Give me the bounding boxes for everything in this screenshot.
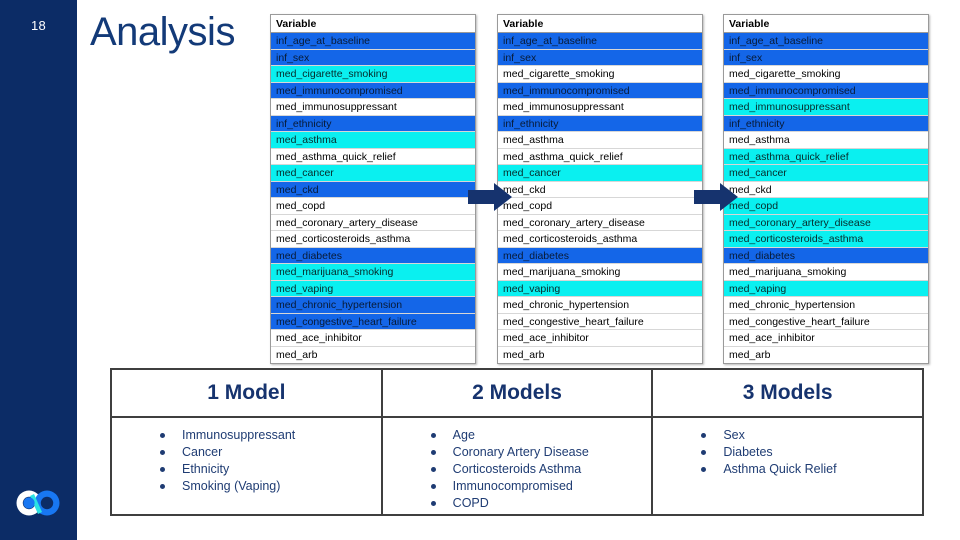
variable-row: med_immunosuppressant (724, 99, 928, 116)
summary-column-header: 2 Models (383, 370, 654, 416)
variable-row: med_arb (498, 346, 702, 363)
variable-row: med_asthma (724, 132, 928, 149)
flow-arrow-right-2 (694, 183, 738, 211)
variable-row: med_immunosuppressant (271, 99, 475, 116)
list-item: Ethnicity (160, 461, 381, 478)
summary-column-header: 1 Model (112, 370, 383, 416)
list-item: Corticosteroids Asthma (430, 461, 652, 478)
variable-table-header: Variable (271, 15, 475, 33)
slide-side-rail (0, 0, 77, 540)
variable-row: med_diabetes (271, 247, 475, 264)
variable-row: med_ace_inhibitor (724, 330, 928, 347)
list-item: Smoking (Vaping) (160, 478, 381, 495)
variable-row: med_vaping (498, 280, 702, 297)
variable-row: med_cancer (724, 165, 928, 182)
company-infinity-logo (14, 488, 62, 518)
variable-row: med_coronary_artery_disease (498, 214, 702, 231)
list-item: COPD (430, 495, 652, 512)
list-item: Age (430, 427, 652, 444)
variable-row: med_diabetes (724, 247, 928, 264)
variable-row: med_chronic_hypertension (724, 297, 928, 314)
list-item: Sex (701, 427, 922, 444)
variable-row: med_congestive_heart_failure (498, 313, 702, 330)
variable-table-header: Variable (498, 15, 702, 33)
variable-row: med_coronary_artery_disease (724, 214, 928, 231)
variable-row: med_vaping (724, 280, 928, 297)
variable-row: med_congestive_heart_failure (271, 313, 475, 330)
variable-row: med_cancer (271, 165, 475, 182)
variable-row: inf_sex (498, 49, 702, 66)
variable-row: med_asthma_quick_relief (724, 148, 928, 165)
variable-row: med_ckd (724, 181, 928, 198)
page-title: Analysis (90, 10, 235, 54)
variable-row: med_chronic_hypertension (498, 297, 702, 314)
variable-row: med_corticosteroids_asthma (271, 231, 475, 248)
variable-row: med_cancer (498, 165, 702, 182)
variable-row: med_asthma (498, 132, 702, 149)
variable-row: med_diabetes (498, 247, 702, 264)
variable-row: med_ckd (271, 181, 475, 198)
variable-row: med_immunocompromised (271, 82, 475, 99)
variable-table-header: Variable (724, 15, 928, 33)
variable-row: med_corticosteroids_asthma (724, 231, 928, 248)
list-item: Diabetes (701, 444, 922, 461)
variable-row: med_copd (271, 198, 475, 215)
variable-row: med_ckd (498, 181, 702, 198)
variable-row: med_vaping (271, 280, 475, 297)
list-item: Cancer (160, 444, 381, 461)
variable-row: med_arb (271, 346, 475, 363)
variable-row: med_marijuana_smoking (724, 264, 928, 281)
variable-row: med_marijuana_smoking (498, 264, 702, 281)
list-item: Asthma Quick Relief (701, 461, 922, 478)
variable-row: med_asthma_quick_relief (271, 148, 475, 165)
variable-row: med_cigarette_smoking (724, 66, 928, 83)
variable-row: inf_ethnicity (724, 115, 928, 132)
variable-row: inf_sex (271, 49, 475, 66)
variable-row: med_marijuana_smoking (271, 264, 475, 281)
variable-row: med_immunocompromised (724, 82, 928, 99)
variable-row: med_copd (498, 198, 702, 215)
variable-row: med_asthma_quick_relief (498, 148, 702, 165)
slide-number: 18 (30, 18, 47, 33)
variable-row: inf_age_at_baseline (271, 33, 475, 50)
variable-row: med_immunosuppressant (498, 99, 702, 116)
variable-row: med_congestive_heart_failure (724, 313, 928, 330)
list-item: Immunosuppressant (160, 427, 381, 444)
variable-row: inf_age_at_baseline (498, 33, 702, 50)
variable-row: med_ace_inhibitor (498, 330, 702, 347)
variable-row: med_copd (724, 198, 928, 215)
variable-row: med_ace_inhibitor (271, 330, 475, 347)
variable-row: inf_age_at_baseline (724, 33, 928, 50)
variable-row: med_arb (724, 346, 928, 363)
list-item: Immunocompromised (430, 478, 652, 495)
variable-row: med_coronary_artery_disease (271, 214, 475, 231)
variable-row: med_asthma (271, 132, 475, 149)
summary-column-header: 3 Models (742, 381, 833, 404)
list-item: Coronary Artery Disease (430, 444, 652, 461)
variable-row: med_corticosteroids_asthma (498, 231, 702, 248)
flow-arrow-right-1 (468, 183, 512, 211)
variable-row: med_cigarette_smoking (498, 66, 702, 83)
variable-row: inf_sex (724, 49, 928, 66)
variable-row: inf_ethnicity (271, 115, 475, 132)
variable-row: inf_ethnicity (498, 115, 702, 132)
variable-row: med_chronic_hypertension (271, 297, 475, 314)
variable-row: med_immunocompromised (498, 82, 702, 99)
variable-row: med_cigarette_smoking (271, 66, 475, 83)
